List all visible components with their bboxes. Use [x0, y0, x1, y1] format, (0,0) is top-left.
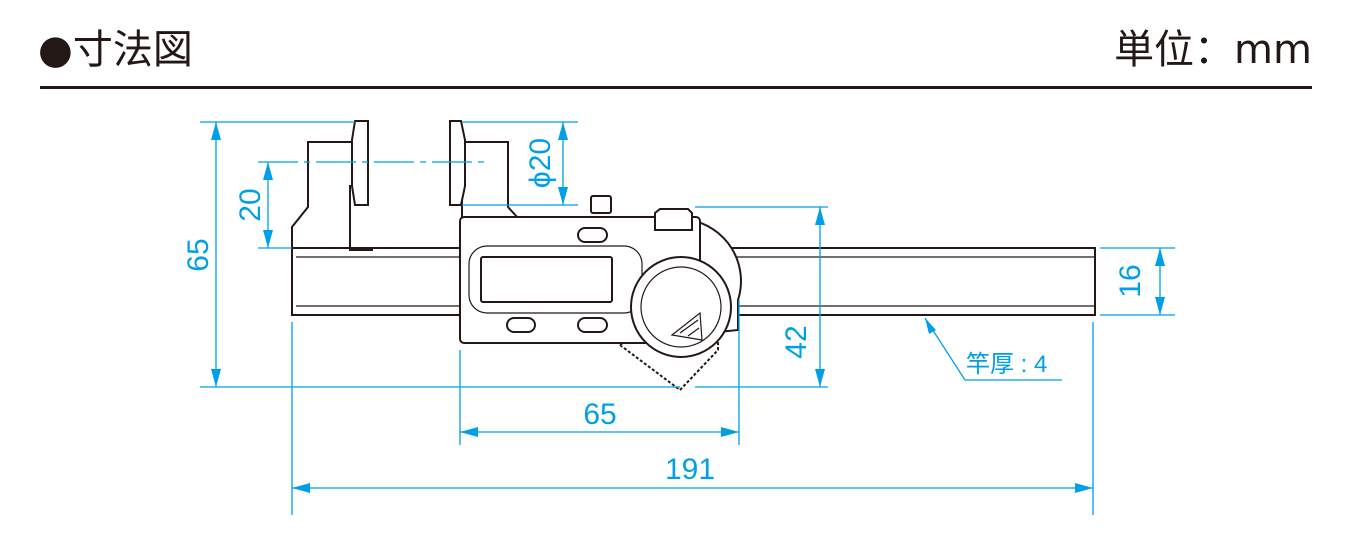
lcd-screen: [480, 256, 613, 303]
section-title: ●寸法図: [38, 27, 193, 73]
clip: [654, 208, 693, 231]
left-disc: [351, 120, 369, 206]
dim-slider-length: 65: [583, 398, 616, 431]
button-bottom-right[interactable]: [577, 317, 608, 333]
dim-beam-width: 16: [1114, 264, 1147, 297]
header-rule: [40, 86, 1312, 89]
dim-overall-height: 65: [182, 238, 215, 271]
dim-jaw-offset: 20: [234, 188, 267, 221]
unit-label: 単位：mm: [1114, 27, 1312, 73]
right-disc: [449, 120, 466, 206]
dial-outer: [630, 256, 732, 358]
dimension-lines: [200, 121, 1175, 515]
dim-slider-height: 42: [780, 325, 813, 358]
dial-inner: [640, 266, 722, 348]
button-top[interactable]: [577, 227, 608, 243]
dim-disc-diameter: ϕ20: [524, 138, 557, 188]
dim-beam-thickness: 竿厚 : 4: [966, 351, 1047, 378]
dial-mark-icon: [670, 311, 703, 341]
dimension-labels: 65 20 ϕ20 42 16 65 191 竿厚 : 4: [182, 138, 1147, 486]
caliper: [291, 120, 1096, 392]
lock-knob[interactable]: [590, 195, 612, 214]
dim-overall-length: 191: [665, 453, 715, 486]
sliding-jaw: [461, 141, 521, 219]
button-bottom-left[interactable]: [506, 317, 536, 333]
